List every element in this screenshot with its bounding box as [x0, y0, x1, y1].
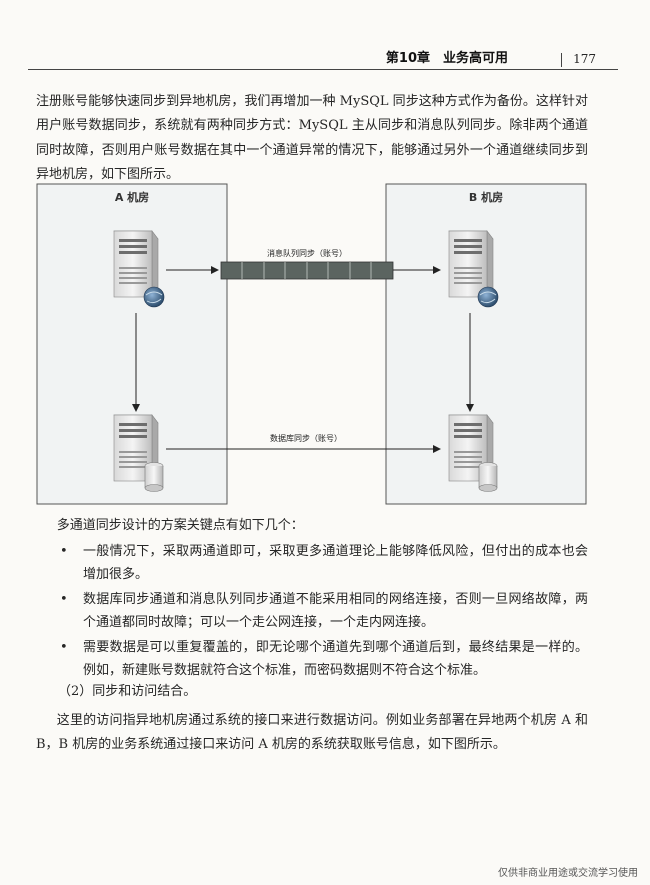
message-queue-icon [220, 261, 394, 280]
room-a-db-server-icon [113, 414, 164, 492]
list-item-text: 数据库同步通道和消息队列同步通道不能采用相同的网络连接，否则一旦网络故障，两个通… [83, 592, 588, 630]
list-item: • 数据库同步通道和消息队列同步通道不能采用相同的网络连接，否则一旦网络故障，两个… [36, 588, 588, 634]
sync-diagram: A 机房 B 机房 [36, 183, 588, 505]
list-item: • 一般情况下，采取两通道即可，采取更多通道理论上能够降低风险，但付出的成本也会增… [36, 540, 588, 586]
header-rule [28, 69, 618, 70]
page-number: 177 [573, 52, 596, 66]
bullet-icon: • [60, 544, 68, 559]
bullet-icon: • [60, 640, 68, 655]
keypoints-list: • 一般情况下，采取两通道即可，采取更多通道理论上能够降低风险，但付出的成本也会增… [36, 540, 588, 684]
header-separator [561, 53, 562, 67]
bullet-icon: • [60, 592, 68, 607]
subheading: （2）同步和访问结合。 [58, 684, 197, 699]
list-item-text: 需要数据是可以重复覆盖的，即无论哪个通道先到哪个通道后到，最终结果是一样的。例如… [83, 640, 588, 678]
access-paragraph: 这里的访问指异地机房通过系统的接口来进行数据访问。例如业务部署在异地两个机房 A… [36, 713, 588, 753]
intro-paragraph: 注册账号能够快速同步到异地机房，我们再增加一种 MySQL 同步这种方式作为备份… [36, 94, 588, 182]
running-header: 第10章 业务高可用 177 [28, 48, 618, 70]
list-item-text: 一般情况下，采取两通道即可，采取更多通道理论上能够降低风险，但付出的成本也会增加… [83, 544, 588, 582]
room-a-label: A 机房 [115, 190, 149, 204]
mq-sync-label: 消息队列同步（账号） [267, 248, 347, 258]
chapter-title: 第10章 业务高可用 [385, 51, 508, 66]
keypoints-lead: 多通道同步设计的方案关键点有如下几个： [56, 518, 304, 533]
room-b-app-server-icon [448, 230, 499, 308]
list-item: • 需要数据是可以重复覆盖的，即无论哪个通道先到哪个通道后到，最终结果是一样的。例… [36, 636, 588, 682]
room-b-label: B 机房 [469, 190, 503, 204]
db-sync-label: 数据库同步（账号） [270, 433, 342, 443]
room-a-app-server-icon [113, 230, 165, 308]
room-b-db-server-icon [448, 414, 498, 492]
footer-note: 仅供非商业用途或交流学习使用 [498, 868, 638, 879]
